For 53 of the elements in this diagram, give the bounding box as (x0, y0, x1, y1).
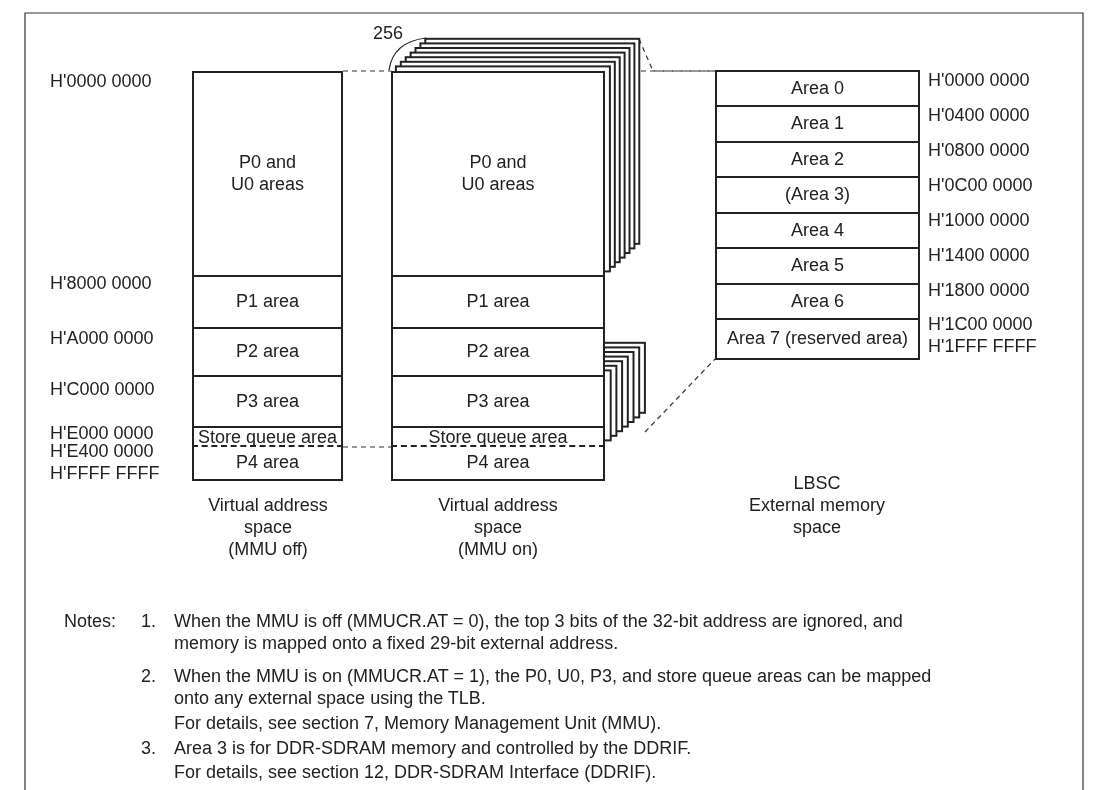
column-caption: (MMU on) (457, 538, 539, 560)
column-caption: Virtual address space (437, 494, 559, 538)
column-caption: LBSC (792, 472, 842, 494)
address-label: H'1C00 0000 (928, 313, 1034, 335)
memory-region-box: P3 area (192, 375, 343, 428)
note-number: 1. (141, 610, 157, 632)
notes-heading: Notes: (64, 610, 118, 632)
dashed-mapping-line (342, 70, 392, 72)
dashed-mapping-line (644, 358, 716, 433)
memory-region-box: P0 and U0 areas (192, 71, 343, 277)
column-caption: External memory space (747, 494, 886, 538)
address-label: H'0000 0000 (50, 70, 153, 92)
note-text: For details, see section 7, Memory Management Unit (MMU). (174, 712, 663, 734)
address-label: H'0400 0000 (928, 104, 1031, 126)
memory-region-box: Area 2 (715, 141, 920, 178)
count-label: 256 (373, 22, 405, 44)
address-label: H'A000 0000 (50, 327, 155, 349)
address-label: H'0000 0000 (928, 69, 1031, 91)
address-label: H'C000 0000 (50, 378, 156, 400)
note-text: For details, see section 12, DDR-SDRAM Interface (DDRIF). (174, 761, 658, 783)
memory-region-box: P1 area (391, 275, 605, 329)
memory-region-box: Area 1 (715, 105, 920, 143)
memory-region-box: P4 area (391, 445, 605, 481)
address-label: H'FFFF FFFF (50, 462, 161, 484)
memory-region-box: Area 7 (reserved area) (715, 318, 920, 360)
memory-region-box: Area 5 (715, 247, 920, 285)
column-caption: (MMU off) (227, 538, 309, 560)
note-number: 3. (141, 737, 157, 759)
memory-region-box: P0 and U0 areas (391, 71, 605, 277)
memory-region-box: P3 area (391, 375, 605, 428)
note-text: Area 3 is for DDR-SDRAM memory and controlled by the DDRIF. (174, 737, 693, 759)
address-label: H'8000 0000 (50, 272, 153, 294)
memory-region-box: Store queue area (391, 426, 605, 447)
memory-region-box: P2 area (192, 327, 343, 377)
memory-region-box: Store queue area (192, 426, 343, 447)
address-label: H'0C00 0000 (928, 174, 1034, 196)
address-label: H'1000 0000 (928, 209, 1031, 231)
address-label: H'1FFF FFFF (928, 335, 1038, 357)
memory-region-box: Area 0 (715, 70, 920, 107)
memory-region-box: Area 4 (715, 212, 920, 249)
memory-region-box: P1 area (192, 275, 343, 329)
address-label: H'1800 0000 (928, 279, 1031, 301)
memory-region-box: P4 area (192, 445, 343, 481)
dashed-mapping-line (342, 446, 392, 448)
address-label: H'1400 0000 (928, 244, 1031, 266)
note-text: When the MMU is off (MMUCR.AT = 0), the top 3 bits of the 32-bit address are ignored, and memory is mapped onto a fixed 29-bit external address. (174, 610, 904, 654)
note-number: 2. (141, 665, 157, 687)
address-label: H'0800 0000 (928, 139, 1031, 161)
memory-region-box: Area 6 (715, 283, 920, 320)
memory-region-box: (Area 3) (715, 176, 920, 214)
memory-region-box: P2 area (391, 327, 605, 377)
column-caption: Virtual address space (207, 494, 329, 538)
note-text: When the MMU is on (MMUCR.AT = 1), the P0, U0, P3, and store queue areas can be mapped onto any external space using the TLB. (174, 665, 933, 709)
